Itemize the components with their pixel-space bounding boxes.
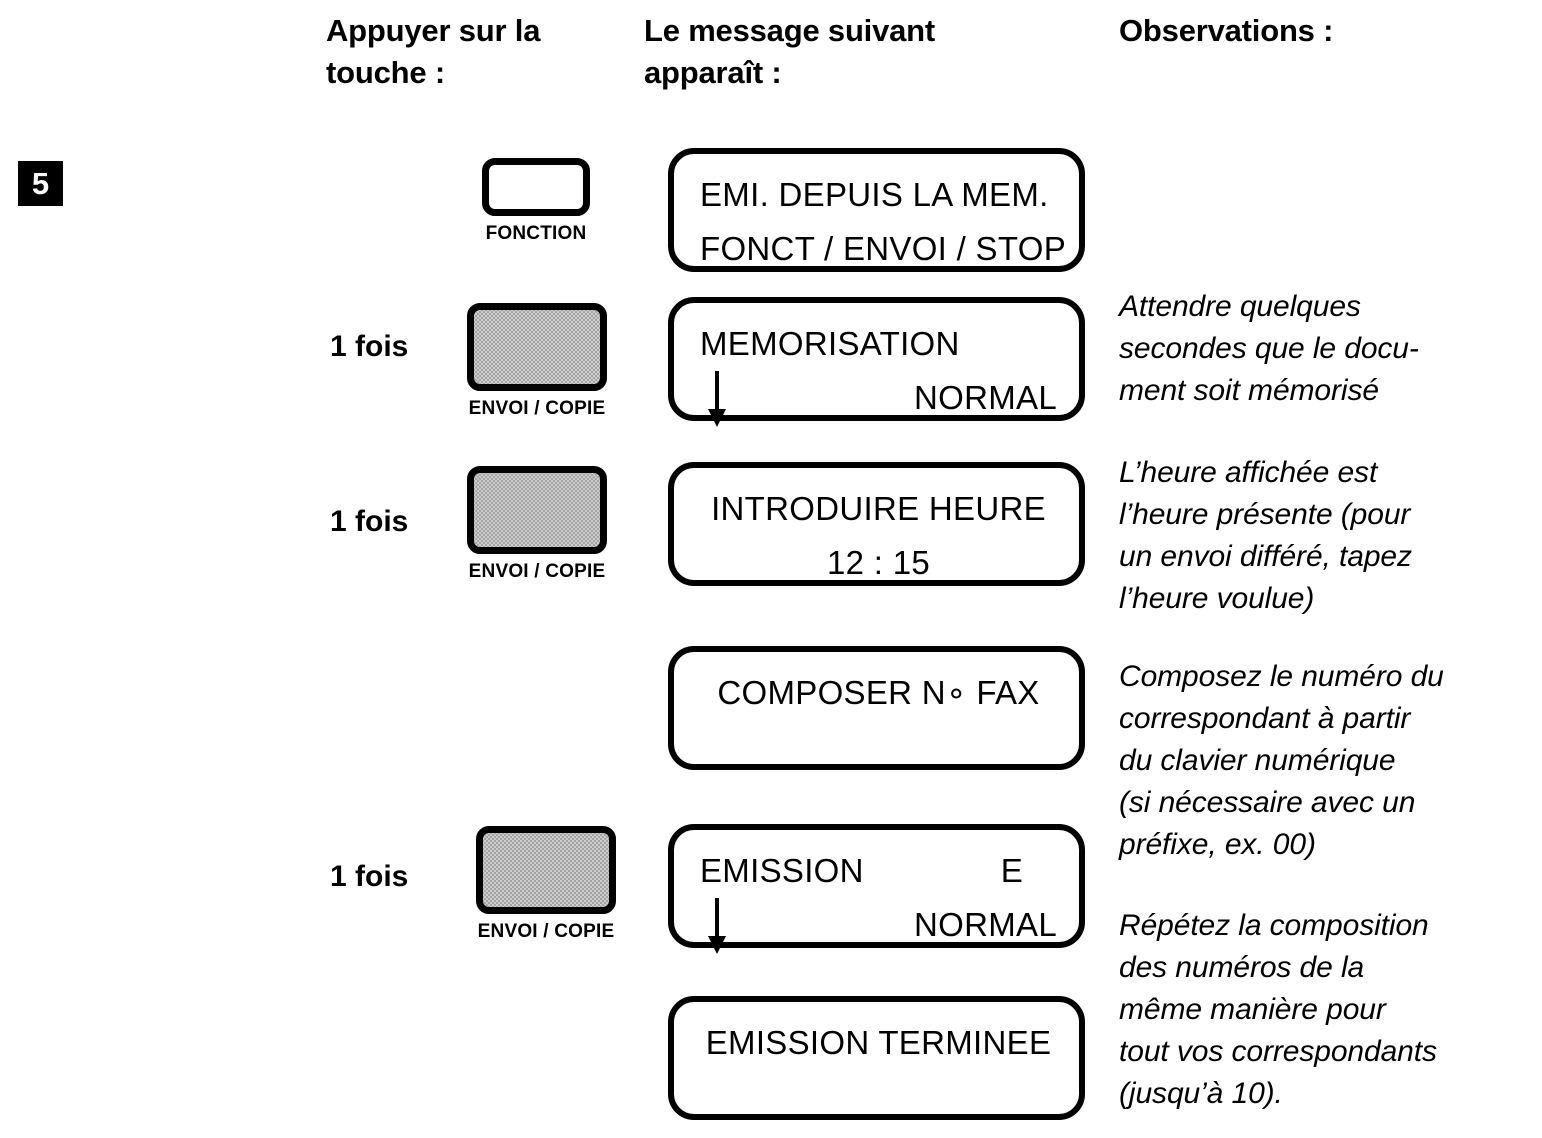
display-line-1: COMPOSER N∘ FAX xyxy=(717,674,1040,711)
display-line-1: MEMORISATION xyxy=(700,325,960,362)
display-line-1: EMISSION E xyxy=(700,844,1057,898)
key-envoi-copie-row-5[interactable]: ENVOI / COPIE xyxy=(476,826,616,943)
display-composer-no-fax: COMPOSER N∘ FAX xyxy=(668,646,1085,770)
key-label-envoi-copie: ENVOI / COPIE xyxy=(468,561,606,582)
display-introduire-heure: INTRODUIRE HEURE 12 : 15 xyxy=(668,462,1085,586)
key-fonction[interactable]: FONCTION xyxy=(482,158,590,245)
key-cap-fonction[interactable] xyxy=(482,158,590,216)
down-arrow-icon xyxy=(704,371,730,427)
repeat-label-row-2: 1 fois xyxy=(330,330,409,363)
key-cap-envoi-copie[interactable] xyxy=(467,466,607,554)
observation-row-3: L’heure affichée est l’heure présente (p… xyxy=(1119,456,1412,615)
key-label-fonction: FONCTION xyxy=(485,223,587,244)
display-line-2: FONCT / ENVOI / STOP xyxy=(700,230,1067,267)
display-line-2: NORMAL xyxy=(914,379,1057,416)
key-envoi-copie-row-2[interactable]: ENVOI / COPIE xyxy=(467,303,607,420)
display-line-2-empty xyxy=(700,1070,1057,1124)
step-number-badge: 5 xyxy=(18,161,63,206)
observation-row-2: Attendre quelques secondes que le docu- … xyxy=(1119,290,1419,407)
column-header-observations: Observations : xyxy=(1119,13,1334,48)
display-line-2-empty xyxy=(700,720,1057,774)
display-emi-depuis-la-mem: EMI. DEPUIS LA MEM. FONCT / ENVOI / STOP xyxy=(668,148,1085,272)
observation-row-5: Répétez la composition des numéros de la… xyxy=(1119,909,1437,1110)
display-line-1: INTRODUIRE HEURE xyxy=(711,490,1046,527)
display-line-1: EMISSION TERMINEE xyxy=(705,1024,1052,1061)
repeat-label-row-5: 1 fois xyxy=(330,860,409,893)
column-header-message: Le message suivant apparaît : xyxy=(644,13,936,90)
display-emission-terminee: EMISSION TERMINEE xyxy=(668,996,1085,1120)
repeat-label-row-3: 1 fois xyxy=(330,505,409,538)
display-line-2: NORMAL xyxy=(914,906,1057,943)
display-line-2-time: 12 : 15 xyxy=(826,544,931,581)
display-emission: EMISSION E NORMAL xyxy=(668,824,1085,954)
display-line-1: EMI. DEPUIS LA MEM. xyxy=(700,176,1049,213)
key-envoi-copie-row-3[interactable]: ENVOI / COPIE xyxy=(467,466,607,583)
display-line-1-label: EMISSION xyxy=(700,852,864,889)
observation-row-4: Composez le numéro du correspondant à pa… xyxy=(1119,660,1444,861)
key-label-envoi-copie: ENVOI / COPIE xyxy=(468,398,606,419)
display-mode-indicator: E xyxy=(1000,852,1023,889)
key-cap-envoi-copie[interactable] xyxy=(476,826,616,914)
key-label-envoi-copie: ENVOI / COPIE xyxy=(477,921,615,942)
display-memorisation: MEMORISATION NORMAL xyxy=(668,297,1085,427)
key-cap-envoi-copie[interactable] xyxy=(467,303,607,391)
column-header-key: Appuyer sur la touche : xyxy=(326,13,541,90)
down-arrow-icon xyxy=(704,898,730,954)
